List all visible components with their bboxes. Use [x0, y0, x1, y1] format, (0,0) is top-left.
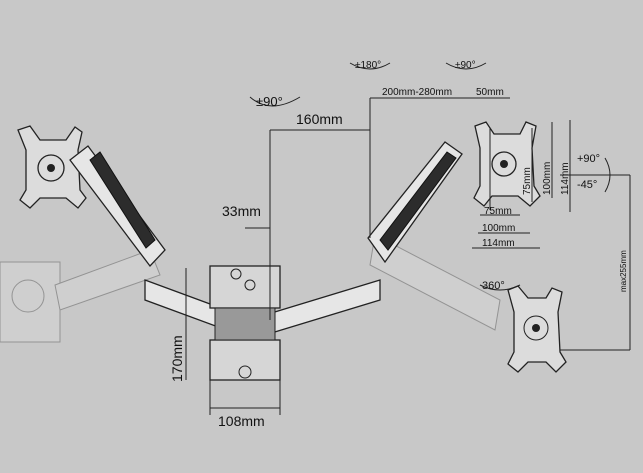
base-clamp: [209, 265, 281, 381]
base-height-label: 170mm: [169, 335, 185, 382]
tilt-down-label: -45°: [577, 179, 597, 191]
ghost-arm-right: [369, 234, 501, 331]
rotation-right-label: ±90°: [455, 60, 476, 71]
vesa-75-height-label: 75mm: [522, 167, 533, 195]
lower-right-vesa-plate: [507, 285, 567, 373]
base-width-label: 108mm: [218, 413, 265, 429]
tilt-up-label: +90°: [577, 153, 600, 165]
dimension-lines: [185, 97, 631, 415]
swivel-label: 360°: [482, 280, 505, 292]
right-upper-arm: [367, 141, 463, 264]
max-height-label: max255mm: [619, 250, 628, 292]
left-upper-arm: [69, 145, 166, 268]
span-label: 200mm-280mm: [382, 87, 452, 98]
vesa-100-width-label: 100mm: [482, 223, 515, 234]
rotation-left-label: ±90°: [256, 94, 283, 109]
offset-label: 50mm: [476, 87, 504, 98]
ghost-arm-left: [0, 249, 161, 343]
left-vesa-plate: [17, 125, 87, 209]
rotation-arcs: [249, 62, 611, 291]
arm-length-label: 160mm: [296, 111, 343, 127]
vesa-114-height-label: 114mm: [560, 162, 571, 195]
vesa-75-width-label: 75mm: [484, 206, 512, 217]
vesa-114-width-label: 114mm: [482, 238, 515, 249]
vesa-100-height-label: 100mm: [542, 162, 553, 195]
post-offset-label: 33mm: [222, 203, 261, 219]
rotation-mid-label: ±180°: [355, 60, 381, 71]
